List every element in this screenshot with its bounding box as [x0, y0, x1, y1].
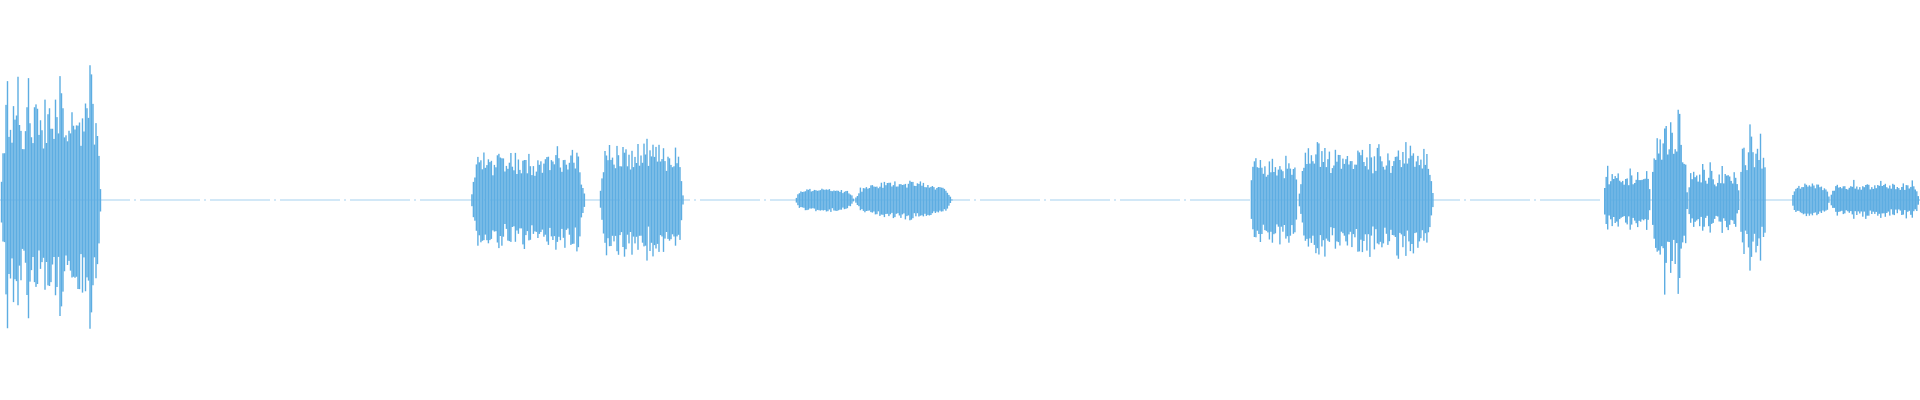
waveform-samples — [0, 65, 1920, 329]
